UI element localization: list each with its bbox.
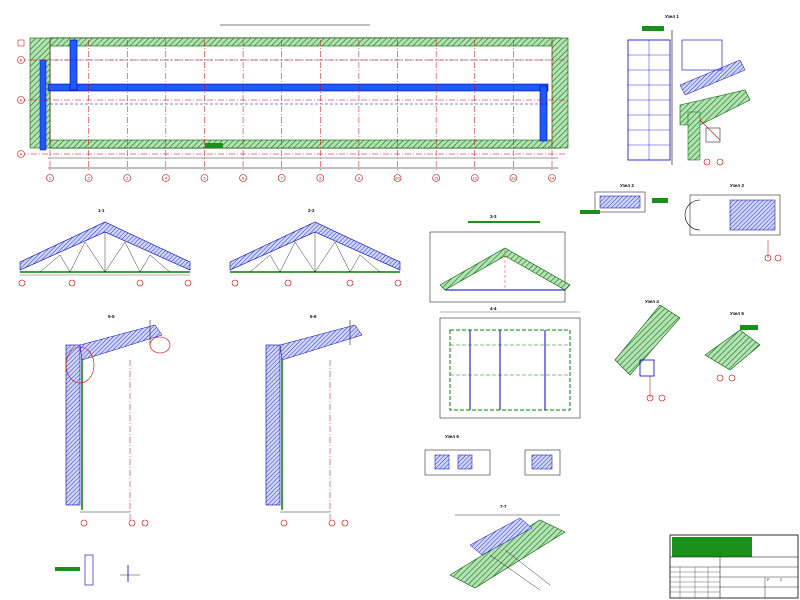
axis-marker (162, 174, 170, 182)
node-detail-2: Узел 2 (580, 183, 668, 214)
roof-detail-section: 3-3 (429, 214, 571, 303)
axis-marker-label: В (20, 57, 23, 62)
section-label-5: 5-5 (108, 314, 115, 319)
axis-marker (17, 150, 25, 158)
section-label-3: 3-3 (490, 214, 497, 219)
axis-marker (277, 174, 286, 182)
stamp-stage: Р (767, 578, 770, 582)
axis-marker-label: 11 (434, 175, 439, 180)
node-label-4: Узел 4 (645, 299, 659, 304)
axis-marker-label: 4 (165, 175, 168, 180)
axis-marker-label: 13 (511, 175, 516, 180)
axis-marker (548, 174, 556, 182)
axis-marker (316, 174, 325, 182)
axis-marker-label: Б (20, 97, 23, 102)
axis-marker-label: 5 (203, 175, 206, 180)
section-label-2: 2-2 (308, 208, 315, 213)
axis-marker (355, 174, 363, 182)
node-detail-3: Узел 3 (684, 183, 782, 262)
axis-marker (17, 56, 25, 64)
section-label-1: 1-1 (98, 208, 105, 213)
section-label-6: 6-6 (310, 314, 317, 319)
node-detail-4: Узел 4 (614, 299, 681, 402)
section-label-4: 4-4 (490, 306, 497, 311)
stamp-sheet-no: 2 (780, 578, 782, 582)
truss-section-left: 1-1 (18, 208, 192, 287)
wall-section-middle: 6-6 (265, 314, 363, 527)
axis-marker (393, 174, 402, 182)
small-details-bottom-left (55, 554, 140, 586)
axis-marker-label: 12 (473, 175, 478, 180)
axis-marker (46, 174, 54, 182)
axis-marker (470, 174, 479, 182)
node-label-6: Узел 6 (445, 434, 459, 439)
node-detail-6: Узел 6 (424, 434, 561, 476)
ridge-detail-bottom: 7-7 (449, 504, 566, 591)
axis-marker-label: 2 (87, 175, 90, 180)
node-label-5: Узел 5 (730, 311, 744, 316)
truss-section-middle: 2-2 (229, 208, 402, 287)
node-detail-5: Узел 5 (704, 311, 761, 382)
node-label-3: Узел 3 (730, 183, 744, 188)
axis-marker-label: 8 (319, 175, 322, 180)
node-label-2: Узел 2 (620, 183, 634, 188)
axis-marker-label: 1 (49, 175, 52, 180)
axis-marker (123, 174, 132, 182)
axis-marker (84, 174, 93, 182)
axis-marker-label: А (20, 151, 23, 156)
axis-marker-label: 7 (281, 175, 284, 180)
axis-marker (432, 174, 440, 182)
axis-marker-label: 10 (395, 175, 400, 180)
eaves-detail-top-right: Узел 1 (627, 14, 751, 166)
section-label-7: 7-7 (500, 504, 507, 509)
axis-marker-label: 6 (242, 175, 245, 180)
wall-section-left: 5-5 (65, 314, 171, 527)
axis-marker (200, 174, 209, 182)
node-label-1: Узел 1 (665, 14, 679, 19)
title-block: Р 2 (669, 534, 799, 599)
axis-marker (509, 174, 518, 182)
axis-marker (17, 96, 25, 104)
axis-marker-label: 3 (126, 175, 129, 180)
plan-axis-lines (20, 40, 565, 172)
frame-plan-detail: 4-4 (439, 306, 581, 419)
axis-marker (239, 174, 247, 182)
axis-marker-label: 9 (358, 175, 361, 180)
axis-marker-label: 14 (550, 175, 555, 180)
